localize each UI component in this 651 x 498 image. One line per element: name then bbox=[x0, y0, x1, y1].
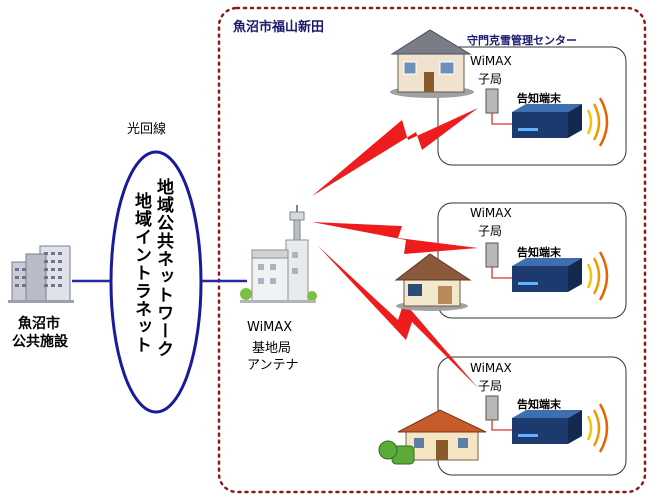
network-label-2: 地域イントラネット bbox=[131, 192, 151, 354]
site-3-wimax-label-2: 子局 bbox=[478, 379, 503, 393]
region-boundary bbox=[217, 6, 647, 494]
site-2-terminal-label: 告知端末 bbox=[517, 246, 561, 259]
wimax-device-1 bbox=[485, 88, 516, 125]
sound-wave-icon-1 bbox=[586, 97, 609, 147]
lightning-bolt-1 bbox=[312, 108, 478, 196]
site-1-wimax-label-2: 子局 bbox=[478, 72, 503, 86]
site-3-terminal-label: 告知端末 bbox=[517, 398, 561, 411]
base-station-icon bbox=[240, 205, 317, 303]
sound-wave-icon-2 bbox=[586, 251, 609, 301]
region-label: 魚沼市福山新田 bbox=[233, 20, 325, 35]
base-station-label-3: アンテナ bbox=[247, 358, 299, 373]
network-ellipse bbox=[109, 150, 203, 414]
base-station-label-2: 基地局 bbox=[252, 341, 292, 356]
public-facility-label-2: 公共施設 bbox=[12, 334, 68, 350]
lightning-bolt-2 bbox=[312, 222, 478, 254]
site-3-wimax-label-1: WiMAX bbox=[470, 361, 512, 375]
terminal-2 bbox=[512, 258, 582, 292]
site-1-wimax-label-1: WiMAX bbox=[470, 54, 512, 68]
public-facility-label-1: 魚沼市 bbox=[18, 316, 60, 332]
network-label-1: 地域公共ネットワーク bbox=[153, 178, 173, 358]
wimax-device-2 bbox=[485, 242, 516, 279]
wimax-device-3 bbox=[485, 395, 516, 431]
house-icon-3 bbox=[378, 409, 487, 465]
site-2-wimax-label-2: 子局 bbox=[478, 224, 503, 238]
fiber-label: 光回線 bbox=[127, 122, 167, 137]
base-station-label-1: WiMAX bbox=[247, 320, 293, 335]
public-facility-icon bbox=[8, 245, 74, 303]
site-1-terminal-label: 告知端末 bbox=[517, 92, 561, 105]
house-icon-center bbox=[390, 29, 474, 98]
terminal-1 bbox=[512, 104, 582, 138]
house-icon-2 bbox=[394, 253, 472, 311]
center-label: 守門克雪管理センター bbox=[467, 34, 577, 47]
site-2-wimax-label-1: WiMAX bbox=[470, 206, 512, 220]
sound-wave-icon-3 bbox=[586, 403, 609, 453]
terminal-3 bbox=[512, 410, 582, 444]
